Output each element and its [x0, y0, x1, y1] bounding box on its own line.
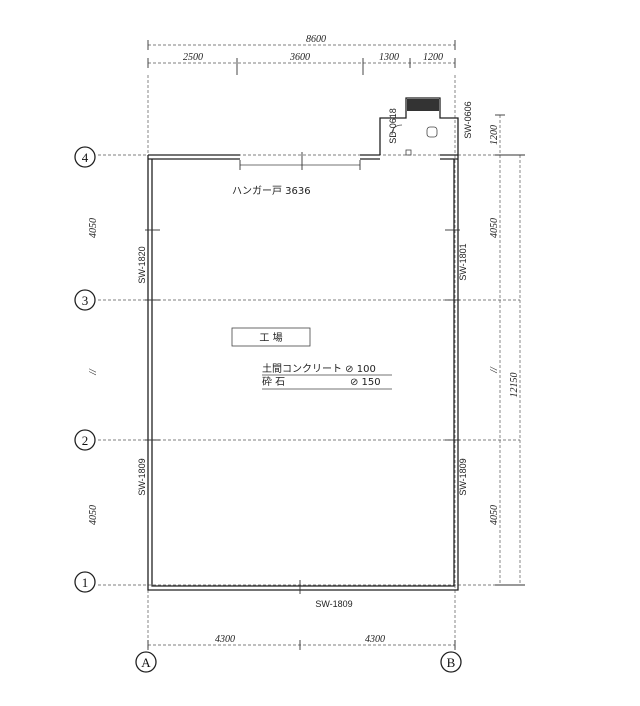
axis-circle-row-2 — [74, 429, 96, 451]
floor-spec-line1: 土間コンクリート ⊘ 100 — [262, 362, 376, 375]
axis-col-b-label: B — [447, 655, 456, 670]
bottom-dim-1: 4300 — [215, 634, 235, 645]
hangar-door-label: ハンガー戸 3636 — [232, 185, 311, 197]
building-walls — [145, 152, 460, 594]
room-label: 工 場 土間コンクリート ⊘ 100 砕 石 ⊘ 150 — [231, 327, 392, 390]
left-dim-1: 4050 — [88, 218, 99, 238]
top-dim-2: 3600 — [289, 52, 310, 63]
bottom-dimensions: 4300 4300 — [147, 634, 456, 650]
axis-circle-row-1 — [74, 571, 96, 593]
axis-row-2-label: 2 — [82, 433, 89, 448]
sw-bottom-label: SW-1809 — [315, 599, 352, 609]
sd-door-label: SD-0618 — [388, 108, 398, 144]
overall-width-dim: 8600 — [306, 34, 326, 45]
door-swing-icon — [391, 124, 403, 136]
axis-row-3-label: 3 — [82, 293, 89, 308]
row-axis-markers: 4 3 2 1 — [74, 146, 96, 593]
floor-spec-line2-right: ⊘ 150 — [350, 377, 381, 388]
sw-top-right-label: SW-0606 — [463, 101, 473, 138]
left-dim-2: // — [88, 368, 99, 376]
sw-left-lower-label: SW-1809 — [137, 458, 147, 495]
right-dimensions: 1200 4050 // 4050 12150 — [489, 114, 525, 586]
axis-col-a-label: A — [141, 655, 151, 670]
room-name-box — [231, 327, 311, 347]
right-dim-3: // — [489, 366, 500, 374]
floor-spec-line2-left: 砕 石 — [262, 376, 285, 388]
right-total-dim: 12150 — [509, 373, 520, 398]
top-dim-4: 1200 — [423, 52, 443, 63]
left-dim-3: 4050 — [88, 505, 99, 525]
top-dim-3: 1300 — [379, 52, 399, 63]
annex-fixture-icon — [405, 149, 412, 156]
axis-circle-row-4 — [74, 146, 96, 168]
toilet-icon — [426, 126, 438, 138]
bottom-dim-2: 4300 — [365, 634, 385, 645]
left-dimensions: 4050 // 4050 — [88, 218, 99, 525]
sw-right-lower-label: SW-1809 — [458, 458, 468, 495]
right-dim-2: 4050 — [489, 218, 500, 238]
top-dimensions: 8600 2500 3600 1300 1200 — [147, 34, 456, 75]
sw-left-upper-label: SW-1820 — [137, 246, 147, 283]
axis-row-1-label: 1 — [82, 575, 89, 590]
right-dim-4: 4050 — [489, 505, 500, 525]
grid-lines — [98, 75, 520, 650]
top-dim-1: 2500 — [183, 52, 203, 63]
axis-circle-row-3 — [74, 289, 96, 311]
room-name: 工 場 — [259, 331, 282, 344]
toilet-annex — [379, 97, 459, 156]
right-dim-1: 1200 — [489, 125, 500, 145]
col-axis-markers: A B — [135, 651, 462, 673]
axis-circle-col-a — [135, 651, 157, 673]
sw-right-upper-label: SW-1801 — [458, 243, 468, 280]
axis-row-4-label: 4 — [82, 150, 89, 165]
axis-circle-col-b — [440, 651, 462, 673]
annex-roof-mark — [407, 99, 439, 111]
